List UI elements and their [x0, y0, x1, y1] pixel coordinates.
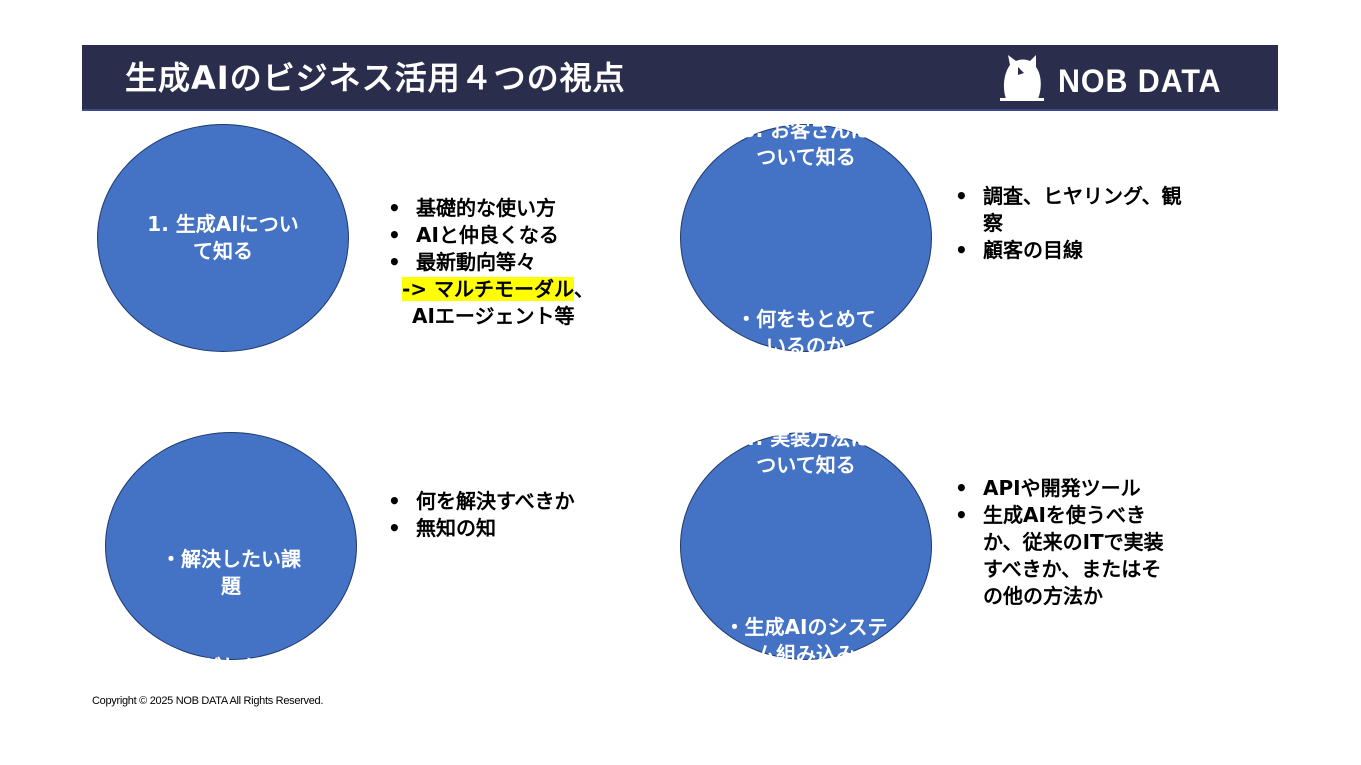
- list-item: 顧客の目線: [953, 237, 1183, 264]
- circle-bullet: ・何をもとめているのか: [736, 306, 876, 358]
- sub-item-line2: AIエージェント等: [412, 304, 575, 328]
- circle-know-genai: 1. 生成AIについて知る: [97, 124, 349, 352]
- sub-item: -> マルチモーダル、: [386, 276, 594, 303]
- highlighted-text: -> マルチモーダル: [402, 277, 575, 301]
- nob-data-logo: NOB DATA: [1000, 53, 1230, 105]
- list-item: 調査、ヒヤリング、観察: [953, 183, 1183, 237]
- logo-text: NOB DATA: [1058, 63, 1222, 99]
- list-item: 最新動向等々: [386, 249, 594, 276]
- list-item: APIや開発ツール: [953, 475, 1168, 502]
- circle-know-yourself: 2. 自分を知る ・解決したい課題 ・何がわかれば解けるか: [105, 385, 357, 706]
- owl-icon: [1000, 55, 1044, 101]
- circle-know-implementation: 4. 実装方法について知る ・生成AIのシステム組み込み: [680, 426, 932, 666]
- list-item: 何を解決すべきか: [386, 488, 575, 515]
- circle-title: 4. 実装方法について知る: [741, 425, 871, 477]
- page-title: 生成AIのビジネス活用４つの視点: [125, 59, 626, 97]
- list-item: 基礎的な使い方: [386, 195, 594, 222]
- bullet-list-know-yourself: 何を解決すべきか 無知の知: [386, 488, 575, 542]
- circle-bullet: ・解決したい課題: [161, 547, 301, 598]
- circle-bullet: ・何がわかれば解けるか: [161, 655, 301, 706]
- list-item: 生成AIを使うべきか、従来のITで実装すべきか、またはその他の方法か: [953, 502, 1168, 610]
- list-item: AIと仲良くなる: [386, 222, 594, 249]
- list-item: 無知の知: [386, 515, 575, 542]
- bullet-list-know-genai: 基礎的な使い方 AIと仲良くなる 最新動向等々 -> マルチモーダル、 AIエー…: [386, 195, 594, 330]
- circle-know-customers: 3. お客さんについて知る ・何をもとめているのか: [680, 118, 932, 358]
- header-bar: 生成AIのビジネス活用４つの視点 NOB DATA: [82, 45, 1278, 111]
- circle-title: 2. 自分を知る: [166, 385, 296, 409]
- circle-title: 3. お客さんについて知る: [741, 117, 871, 169]
- sub-item-punct: 、: [574, 277, 595, 301]
- bullet-list-know-implementation: APIや開発ツール 生成AIを使うべきか、従来のITで実装すべきか、またはその他…: [953, 475, 1168, 610]
- circle-title: 1. 生成AIについて知る: [147, 212, 299, 263]
- circle-bullet: ・生成AIのシステム組み込み: [724, 614, 888, 666]
- bullet-list-know-customers: 調査、ヒヤリング、観察 顧客の目線: [953, 183, 1183, 264]
- copyright-notice: Copyright © 2025 NOB DATA All Rights Res…: [92, 695, 324, 707]
